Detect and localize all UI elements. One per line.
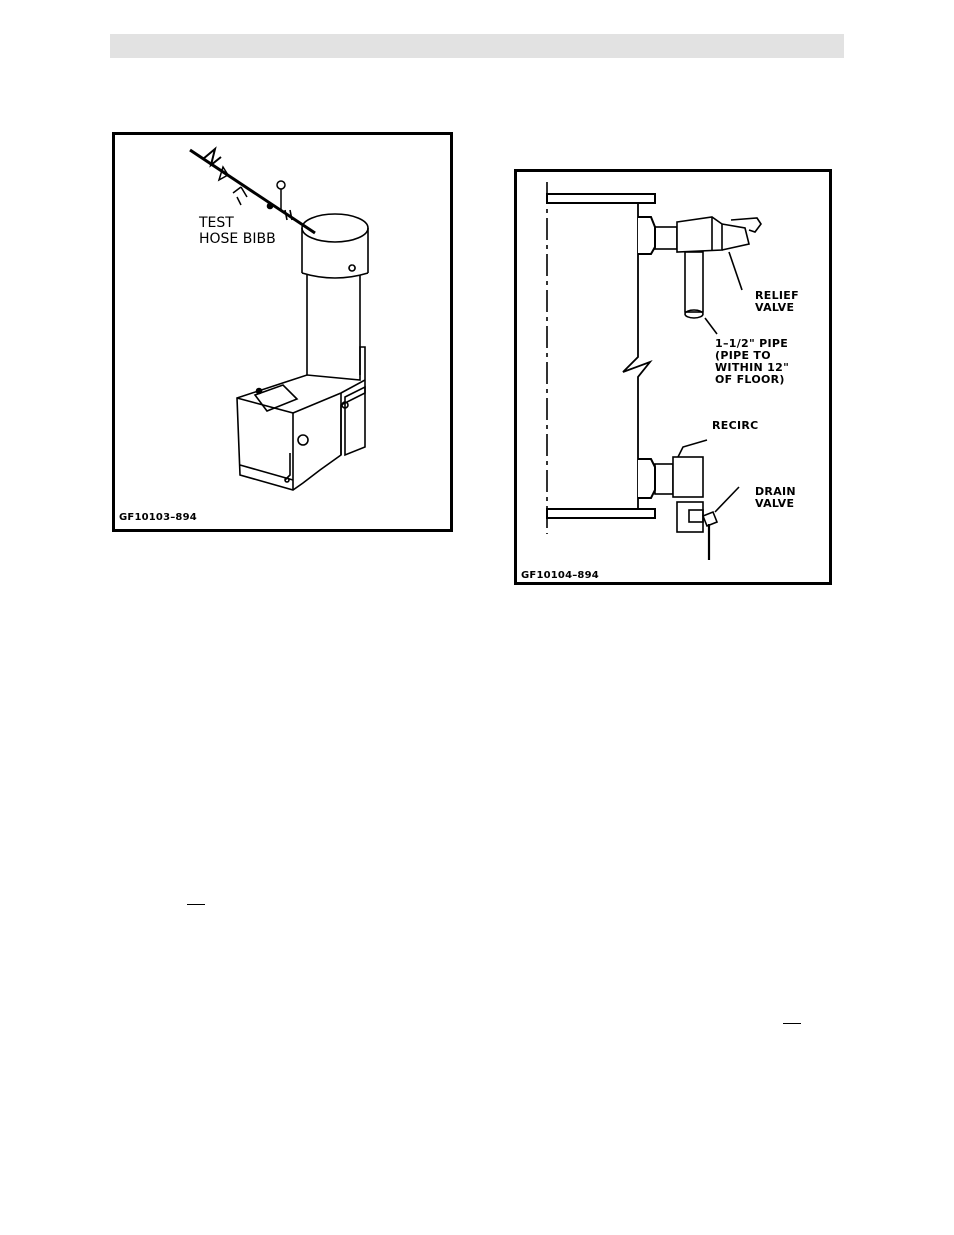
drain-valve-label: DRAIN VALVE: [755, 486, 796, 510]
header-bar: [110, 34, 844, 58]
figure2-id: GF10104–894: [521, 570, 599, 581]
relief-valve-label: RELIEF VALVE: [755, 290, 799, 314]
water-heater-drawing: [115, 135, 450, 529]
underline-mark: [783, 1023, 801, 1024]
pipe-label: 1–1/2" PIPE (PIPE TO WITHIN 12" OF FLOOR…: [715, 338, 789, 386]
underline-mark: [187, 904, 205, 905]
figure-water-heater: TEST HOSE BIBB GF10103–894: [112, 132, 453, 532]
figure1-id: GF10103–894: [119, 512, 197, 523]
recirc-label: RECIRC: [712, 420, 759, 432]
figure-valve-piping: RELIEF VALVE 1–1/2" PIPE (PIPE TO WITHIN…: [514, 169, 832, 585]
test-hose-bibb-label: TEST HOSE BIBB: [199, 215, 276, 247]
